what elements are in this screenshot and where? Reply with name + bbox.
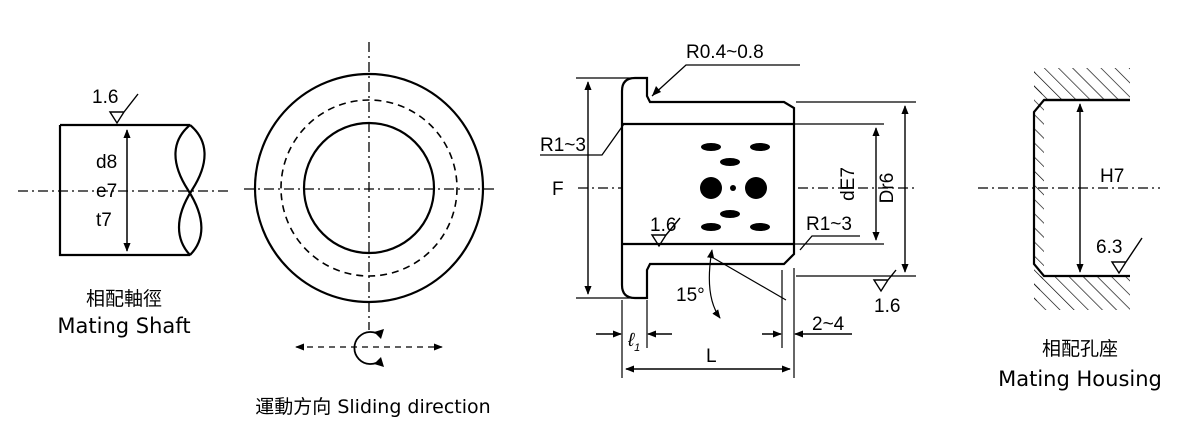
chamfer-length-label: 2~4: [812, 314, 845, 335]
flange-thickness-subscript: 1: [634, 342, 640, 354]
length-l-label: L: [706, 346, 717, 367]
flange-f-label: F: [552, 179, 564, 200]
shaft-roughness-value: 1.6: [92, 87, 118, 108]
mating-housing-view: H7 6.3 相配孔座 Mating Housing: [978, 68, 1162, 391]
chamfer-construction-line: [709, 255, 787, 301]
rotation-arrowhead-top: [374, 329, 384, 339]
bushing-section-view: F R0.4~0.8 R1~3 dE7 Dr6 1.6 R1~3 15°: [540, 42, 918, 378]
housing-caption-zh: 相配孔座: [1042, 338, 1118, 360]
bushing-outer-roughness-symbol: [872, 269, 897, 293]
shaft-caption-en: Mating Shaft: [57, 314, 190, 338]
radius-right-label: R1~3: [806, 214, 852, 235]
end-view-bore-circle: [302, 121, 436, 255]
radius-top-label: R0.4~0.8: [686, 42, 764, 63]
shaft-caption-zh: 相配軸徑: [86, 288, 162, 310]
radius-left-leader: [540, 123, 625, 156]
shaft-tolerance-d8: d8: [96, 152, 117, 173]
shaft-roughness-symbol: [108, 93, 139, 125]
flange-thickness-symbol: ℓ1: [627, 330, 640, 354]
mating-shaft-view: 1.6 d8 e7 t7 相配軸徑 Mating Shaft: [18, 87, 232, 338]
outer-dr6-label: Dr6: [877, 173, 898, 204]
rotation-arrow-icon: [353, 331, 382, 365]
bushing-inner-roughness-value: 1.6: [650, 215, 676, 236]
radius-left-label: R1~3: [540, 135, 586, 156]
housing-hatch-bottom: [1034, 276, 1130, 310]
housing-tolerance-label: H7: [1100, 166, 1124, 187]
rotation-arrowhead-bottom: [374, 357, 384, 367]
radius-top-arrowhead: [652, 86, 661, 96]
housing-roughness-value: 6.3: [1096, 237, 1122, 258]
sliding-direction-indicator: 運動方向 Sliding direction: [255, 329, 491, 418]
housing-hatch-left: [1034, 68, 1044, 310]
chamfer-angle-arc: [707, 249, 721, 319]
shaft-tolerance-t7: t7: [96, 210, 112, 231]
shaft-body: [58, 123, 190, 257]
chamfer-angle-label: 15°: [676, 285, 705, 306]
graphite-plug-pattern: [700, 143, 770, 231]
radius-right-leader: [799, 235, 860, 251]
end-view-hidden-circle: [280, 99, 458, 277]
radius-top-leader: [651, 64, 800, 97]
bore-de7-label: dE7: [838, 167, 859, 201]
housing-roughness-symbol: [1110, 237, 1143, 275]
bushing-inner-roughness-symbol: [650, 217, 681, 248]
shaft-break-line: [174, 124, 206, 256]
bushing-end-view: [244, 42, 498, 330]
bushing-outer-roughness-value: 1.6: [874, 296, 900, 317]
housing-hatch-top: [1034, 68, 1130, 100]
housing-caption-en: Mating Housing: [998, 367, 1162, 391]
sliding-direction-caption: 運動方向 Sliding direction: [255, 396, 490, 418]
shaft-tolerance-e7: e7: [96, 181, 117, 202]
end-view-outer-circle: [253, 72, 485, 304]
